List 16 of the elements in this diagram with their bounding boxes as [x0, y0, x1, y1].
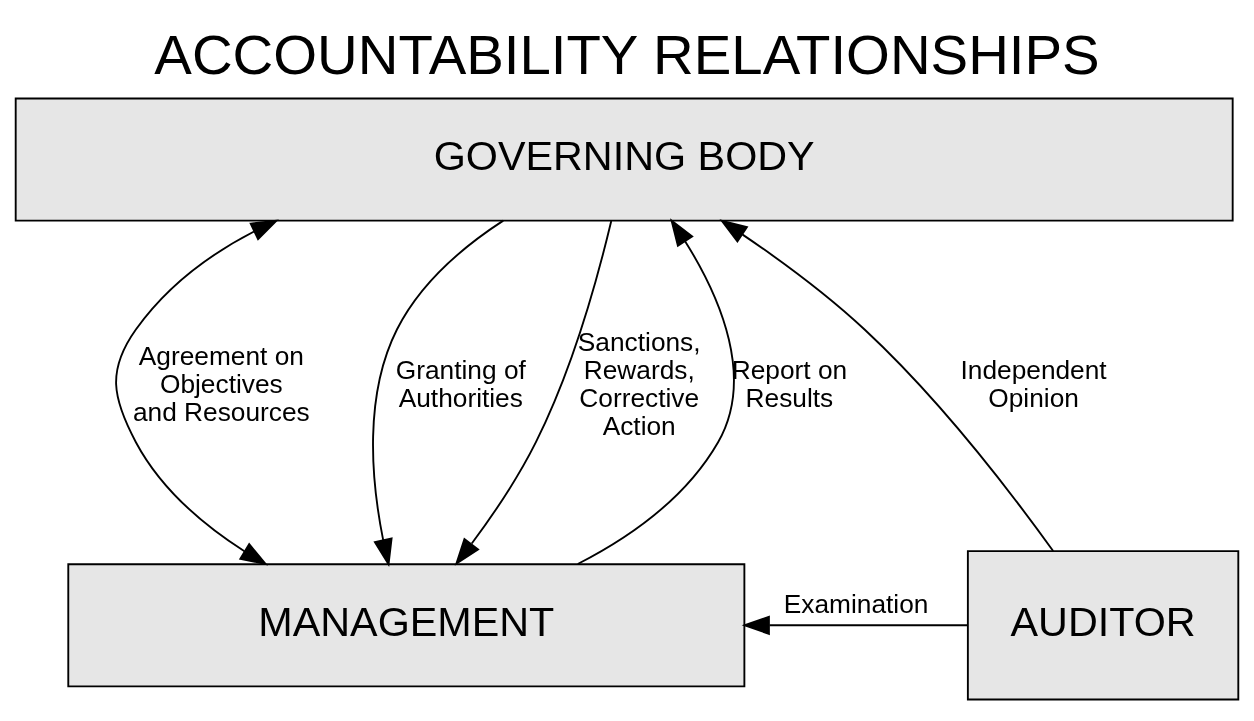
edge-label: Report on Results [731, 354, 848, 413]
edge-label: Granting of Authorities [395, 354, 526, 413]
arrow [454, 220, 613, 566]
arrow [372, 219, 505, 567]
node-box: AUDITOR [966, 550, 1240, 701]
node-box: MANAGEMENT [67, 563, 746, 688]
edge-label: Examination [783, 588, 929, 619]
arrow [719, 219, 1055, 552]
edge-label: Sanctions, Rewards, Corrective Action [577, 326, 701, 442]
diagram-title: ACCOUNTABILITY RELATIONSHIPS [154, 23, 1100, 87]
node-box: GOVERNING BODY [14, 97, 1234, 222]
edge-label: Independent Opinion [960, 354, 1107, 413]
edge-label: Agreement on Objectives and Resources [132, 340, 310, 427]
arrow [741, 615, 969, 636]
arrow [576, 218, 735, 565]
arrow [115, 219, 279, 566]
